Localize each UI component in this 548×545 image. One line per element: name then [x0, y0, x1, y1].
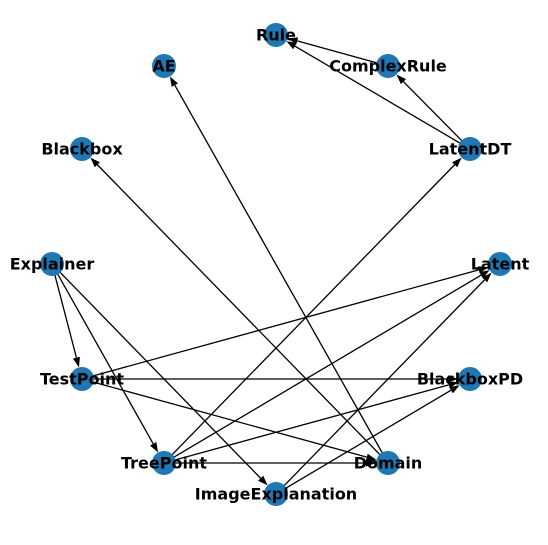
arrowhead-test-point-to-blackbox-pd [448, 375, 458, 383]
node-label-domain: Domain [354, 454, 423, 473]
edge-explainer-to-tree-point [52, 265, 154, 445]
node-label-image-explanation: ImageExplanation [195, 485, 357, 504]
arrowhead-explainer-to-test-point [72, 356, 80, 368]
arrowhead-explainer-to-tree-point [150, 442, 159, 453]
edge-test-point-to-domain [84, 379, 367, 458]
node-label-latent-dt: LatentDT [429, 140, 512, 159]
edge-domain-to-blackbox [96, 164, 387, 462]
node-latent-dt [458, 137, 482, 161]
node-label-blackbox-pd: BlackboxPD [417, 370, 523, 389]
node-label-latent: Latent [471, 255, 530, 274]
arrowhead-latent-dt-to-complex-rule [396, 74, 407, 85]
arrowhead-image-explanation-to-latent [482, 272, 492, 283]
edge-latent-dt-to-complex-rule [402, 81, 469, 148]
arrowhead-test-point-to-domain [365, 453, 377, 461]
edge-latent-dt-to-rule [294, 45, 469, 149]
edge-image-explanation-to-blackbox-pd [277, 389, 452, 494]
node-label-blackbox: Blackbox [41, 140, 123, 159]
node-label-test-point: TestPoint [40, 370, 124, 389]
edge-tree-point-to-latent [165, 274, 482, 463]
edge-image-explanation-to-latent [277, 279, 486, 493]
arrowhead-complex-rule-to-rule [287, 37, 299, 45]
arrowhead-explainer-to-image-explanation [258, 475, 268, 486]
node-domain [376, 451, 400, 475]
edge-domain-to-ae [174, 84, 388, 462]
arrowhead-domain-to-ae [169, 76, 178, 87]
node-blackbox [70, 137, 94, 161]
edge-test-point-to-latent [84, 269, 479, 379]
edge-tree-point-to-latent-dt [165, 164, 456, 462]
edges-layer [51, 37, 492, 494]
nodes-layer [40, 23, 512, 506]
node-label-rule: Rule [256, 26, 296, 45]
edge-explainer-to-image-explanation [53, 265, 262, 479]
arrowhead-tree-point-to-latent [479, 270, 490, 279]
arrowhead-tree-point-to-latent-dt [452, 157, 462, 168]
node-latent [488, 252, 512, 276]
node-label-complex-rule: ComplexRule [329, 57, 447, 76]
node-label-explainer: Explainer [10, 255, 95, 274]
edge-complex-rule-to-rule [297, 40, 386, 66]
node-label-ae: AE [152, 57, 175, 76]
edge-tree-point-to-blackbox-pd [166, 384, 449, 463]
node-ae [152, 54, 176, 78]
node-label-tree-point: TreePoint [121, 454, 207, 473]
node-tree-point [152, 451, 176, 475]
node-image-explanation [264, 482, 288, 506]
node-blackbox-pd [458, 367, 482, 391]
arrowhead-latent-dt-to-rule [286, 41, 297, 50]
node-test-point [70, 367, 94, 391]
edge-explainer-to-test-point [51, 266, 78, 358]
node-explainer [40, 252, 64, 276]
arrowhead-tree-point-to-blackbox-pd [447, 381, 459, 389]
arrowhead-tree-point-to-domain [366, 459, 376, 467]
arrowhead-domain-to-blackbox [90, 157, 100, 168]
node-complex-rule [376, 54, 400, 78]
arrowhead-test-point-to-latent [477, 266, 489, 274]
node-rule [264, 23, 288, 47]
arrowhead-image-explanation-to-blackbox-pd [449, 385, 460, 394]
